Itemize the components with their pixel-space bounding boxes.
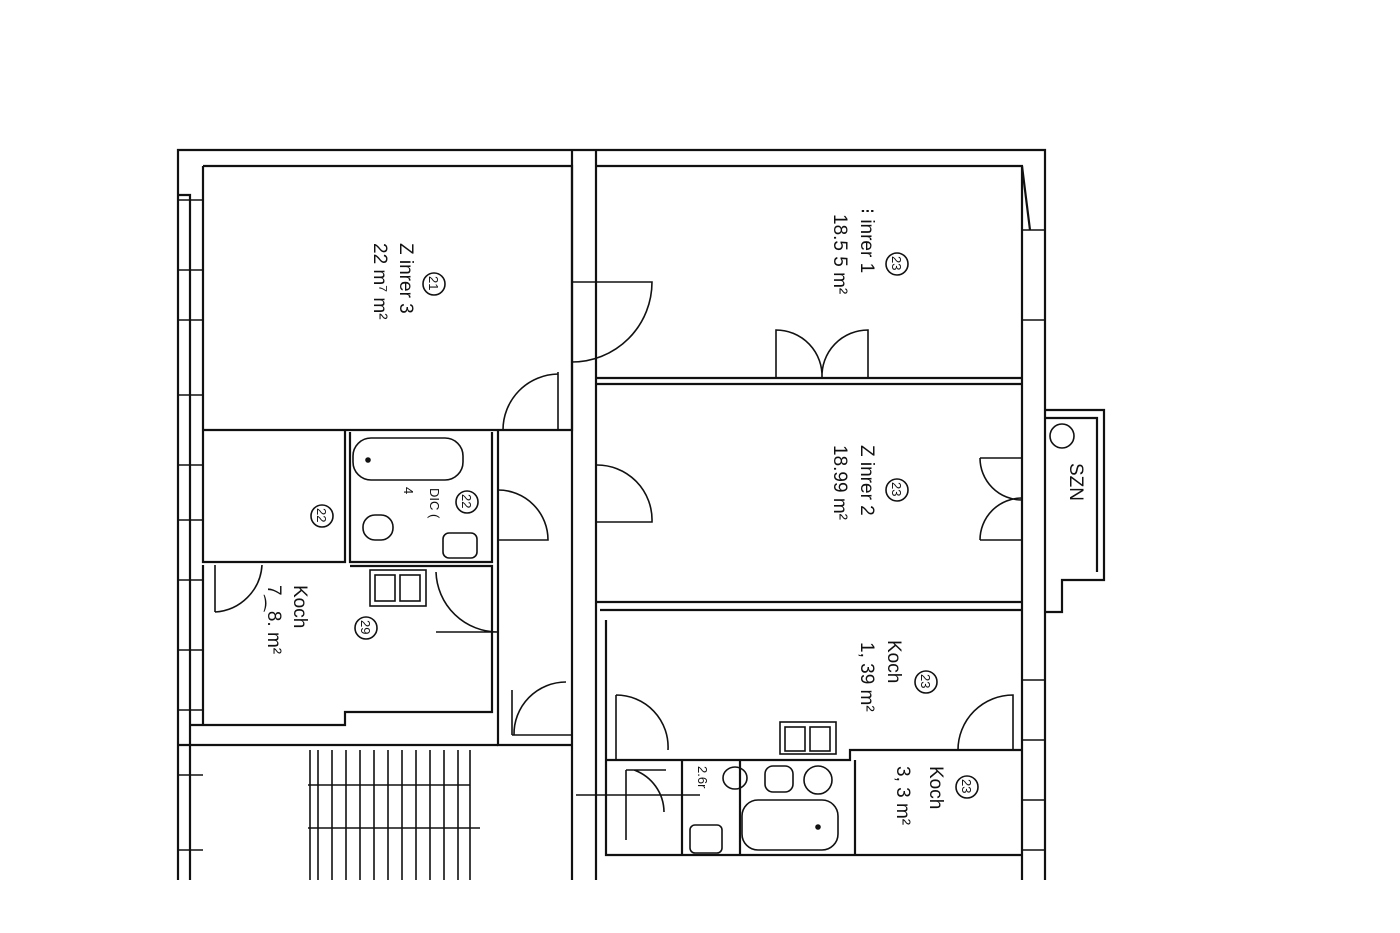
room-name: Koch <box>289 585 310 628</box>
room-kitchen-3: 23 Koch 3, 3 m² <box>892 766 979 825</box>
room-area: 18.99 m² <box>829 445 850 520</box>
room-name: ⁝ inrer 1 <box>856 208 877 273</box>
doors <box>214 281 1023 840</box>
room-bath-1: 22 DIC ( 4 <box>401 487 479 519</box>
room-zimmer-2: 23 Z inrer 2 18.99 m² <box>829 445 909 520</box>
room-kitchen-2: 23 Koch 1, 39 m² <box>856 640 938 712</box>
room-area: 18.5 5 m² <box>829 214 850 294</box>
interior-walls <box>178 166 1024 880</box>
room-name: Koch <box>883 640 904 683</box>
balcony <box>1045 408 1106 614</box>
room-code: 23 <box>889 256 904 270</box>
room-name: Koch <box>925 766 946 809</box>
room-code: 23 <box>889 482 904 496</box>
outer-walls <box>176 148 1047 880</box>
room-name: Z inrer 2 <box>856 445 877 516</box>
room-code: 23 <box>918 674 933 688</box>
room-zimmer-3: 21 Z inrer 3 22 m⁷ m² <box>369 243 446 320</box>
room-area: 22 m⁷ m² <box>369 243 390 320</box>
room-name: Z inrer 3 <box>395 243 416 314</box>
room-bath-2: 2.6r <box>695 766 710 789</box>
room-kitchen-1: 29 Koch 7⁔8. m² <box>263 585 378 654</box>
windows-left <box>178 199 1045 851</box>
room-code: 22 <box>459 494 474 508</box>
room-area: 1, 39 m² <box>856 642 877 712</box>
room-code: 22 <box>314 508 329 522</box>
room-zimmer-1: 23 ⁝ inrer 1 18.5 5 m² <box>829 208 909 294</box>
room-code: 23 <box>959 779 974 793</box>
room-area: 7⁔8. m² <box>263 585 284 654</box>
room-storage: 22 <box>310 504 334 528</box>
room-area: 3, 3 m² <box>892 766 913 825</box>
room-area: 2.6r <box>695 766 710 789</box>
room-code: 21 <box>426 276 441 290</box>
room-code: 29 <box>358 620 373 634</box>
balcony-label: SZN <box>1065 463 1086 501</box>
room-name: DIC ( <box>427 488 442 519</box>
room-area: 4 <box>401 487 416 494</box>
fixtures <box>308 437 839 880</box>
